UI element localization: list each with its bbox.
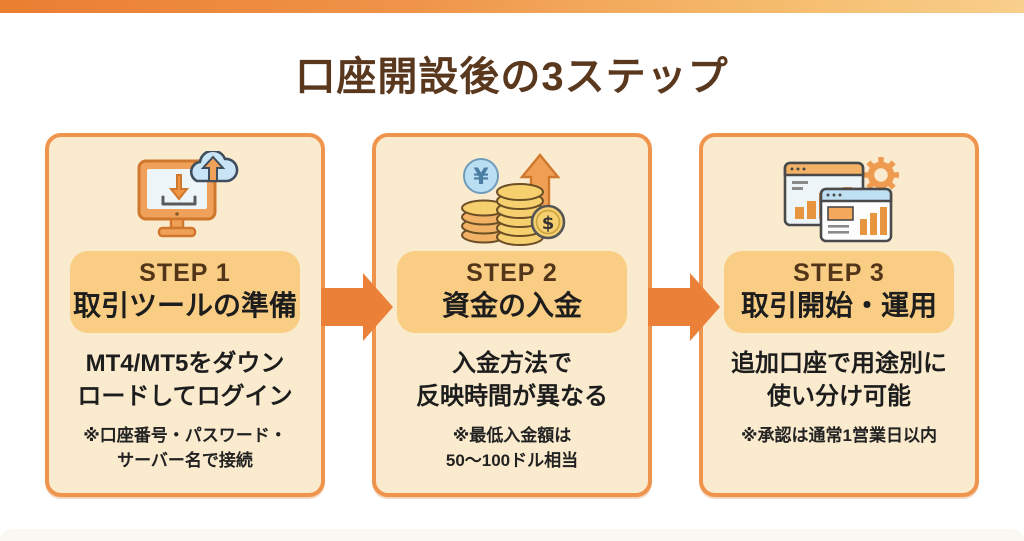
- cloud-upload-icon: [189, 151, 239, 183]
- bottom-section-edge: [0, 529, 1024, 541]
- arrow-right-icon: [648, 273, 720, 341]
- step-2-title: 資金の入金: [441, 290, 582, 321]
- gear-icon: [863, 157, 899, 193]
- dollar-coin-icon: $: [530, 204, 566, 240]
- page-title: 口座開設後の3ステップ: [295, 55, 729, 99]
- step-2-body: 入金方法で 反映時間が異なる: [416, 350, 608, 410]
- yen-circle-icon: ¥: [463, 158, 499, 194]
- step-2-icon-wrap: ¥ $: [450, 149, 574, 249]
- step-3-note: ※承認は通常1営業日以内: [741, 425, 937, 445]
- svg-text:$: $: [542, 213, 555, 234]
- coins-deposit-icon: ¥ $: [461, 153, 566, 246]
- arrow-right-icon: [321, 273, 393, 341]
- step-card-1: STEP 1 取引ツールの準備 MT4/MT5をダウン ロードしてログイン ※口…: [45, 133, 325, 497]
- step-1-note: ※口座番号・パスワード・ サーバー名で接続: [83, 425, 287, 470]
- browser-chart-window-front-icon: [819, 187, 893, 243]
- step-1-title: 取引ツールの準備: [72, 290, 297, 321]
- step-1-icon-wrap: [123, 149, 247, 249]
- step-3-icon-wrap: [777, 149, 901, 249]
- step-3-badge: STEP 3 取引開始・運用: [724, 251, 954, 334]
- step-1-label: STEP 1: [139, 259, 231, 287]
- step-2-badge: STEP 2 資金の入金: [397, 251, 627, 334]
- coin-stack-left-icon: [461, 199, 507, 244]
- step-card-3: STEP 3 取引開始・運用 追加口座で用途別に 使い分け可能 ※承認は通常1営…: [699, 133, 979, 497]
- step-1-badge: STEP 1 取引ツールの準備: [70, 251, 300, 334]
- step-2-note: ※最低入金額は 50〜100ドル相当: [445, 425, 579, 470]
- step-1-body: MT4/MT5をダウン ロードしてログイン: [77, 350, 293, 410]
- step-3-title: 取引開始・運用: [740, 290, 937, 321]
- step-3-label: STEP 3: [793, 259, 885, 287]
- monitor-download-cloud-icon: [137, 151, 239, 238]
- step-3-body: 追加口座で用途別に 使い分け可能: [731, 350, 947, 410]
- step-2-label: STEP 2: [466, 259, 558, 287]
- top-accent-bar: [0, 0, 1024, 13]
- step-card-2: ¥ $ STEP 2 資金の入金 入金方法で 反映時間が異なる ※最低入金額は …: [372, 133, 652, 497]
- charts-gear-icon: [783, 157, 899, 243]
- svg-text:¥: ¥: [473, 165, 489, 190]
